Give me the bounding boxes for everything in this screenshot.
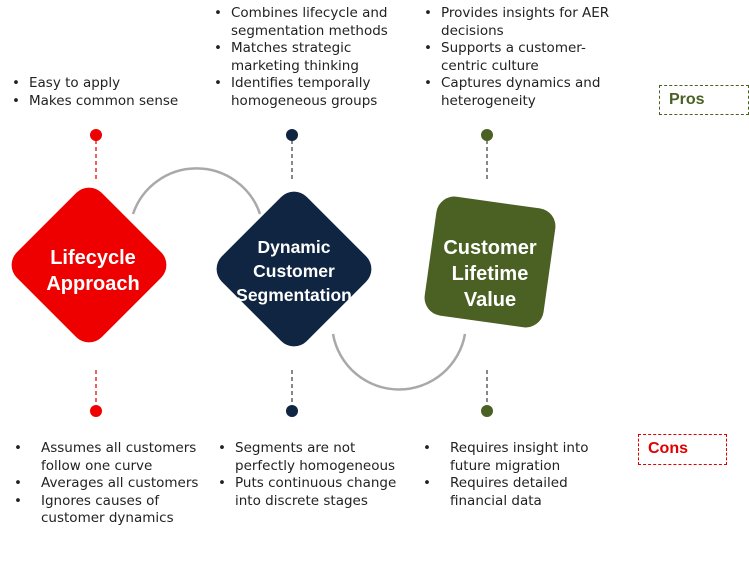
lifecycle-title: Lifecycle Approach [46,247,140,295]
list-item: Requires insight into future migration [423,440,613,475]
cons-dot-clv [481,405,493,417]
cons-list-dynamic: Segments are not perfectly homogeneous P… [218,440,408,510]
list-item: Averages all customers [14,475,204,493]
cons-list-clv: Requires insight into future migration R… [423,440,613,510]
list-item: Combines lifecycle and segmentation meth… [214,5,414,40]
pros-dot-clv [481,129,493,141]
customer-lifetime-value-title: Customer Lifetime Value [443,237,537,311]
list-item: Puts continuous change into discrete sta… [218,475,408,510]
cons-dot-lifecycle [90,405,102,417]
list-item: Assumes all customers follow one curve [14,440,204,475]
cons-list-lifecycle: Assumes all customers follow one curve A… [14,440,204,528]
pros-dot-dynamic [286,129,298,141]
list-item: Provides insights for AER decisions [424,5,624,40]
list-item: Identifies temporally homogeneous groups [214,75,414,110]
list-item: Segments are not perfectly homogeneous [218,440,408,475]
pros-list-lifecycle: Easy to apply Makes common sense [12,75,212,110]
pros-list-clv: Provides insights for AER decisions Supp… [424,5,624,110]
pros-list-dynamic: Combines lifecycle and segmentation meth… [214,5,414,110]
list-item: Captures dynamics and heterogeneity [424,75,624,110]
list-item: Matches strategic marketing thinking [214,40,414,75]
upper-connector-arc [131,167,262,215]
lower-connector-arc [331,333,467,391]
cons-label: Cons [638,434,727,465]
list-item: Makes common sense [12,93,212,111]
list-item: Supports a customer-centric culture [424,40,624,75]
pros-dot-lifecycle [90,129,102,141]
cons-dot-dynamic [286,405,298,417]
dynamic-customer-segmentation-title: Dynamic Customer Segmentation [236,237,352,305]
list-item: Easy to apply [12,75,212,93]
list-item: Requires detailed financial data [423,475,613,510]
list-item: Ignores causes of customer dynamics [14,493,204,528]
